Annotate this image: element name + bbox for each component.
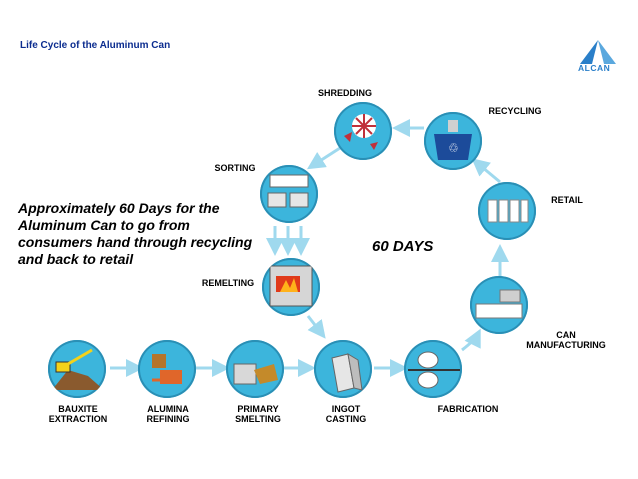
factory-icon <box>475 289 523 319</box>
logo-text: ALCAN <box>578 63 611 73</box>
cans-icon <box>487 199 529 223</box>
recycle-bin-icon: ♲ <box>434 120 472 160</box>
label-sorting: SORTING <box>214 163 256 173</box>
excavator-icon <box>52 348 104 390</box>
label-shredding: SHREDDING <box>317 88 372 98</box>
can-manufacturing-circle <box>470 276 528 334</box>
primary-circle <box>226 340 284 398</box>
label-remelting: REMELTING <box>201 278 255 288</box>
ingot-icon <box>331 353 363 393</box>
page-title: Life Cycle of the Aluminum Can <box>20 40 171 51</box>
fabrication-circle <box>404 340 462 398</box>
shredder-icon <box>344 114 378 150</box>
bauxite-circle <box>48 340 106 398</box>
smelter-icon <box>233 363 278 385</box>
ingot-circle <box>314 340 372 398</box>
recycling-circle: ♲ <box>424 112 482 170</box>
center-label: 60 DAYS <box>372 238 434 255</box>
furnace-icon <box>269 265 313 307</box>
label-recycling: RECYCLING <box>488 106 542 116</box>
sorting-icon <box>267 174 309 208</box>
alumina-circle <box>138 340 196 398</box>
arrow-retail-recycling <box>471 158 501 184</box>
arrow-remelting-ingot <box>306 315 326 339</box>
sorting-circle <box>260 165 318 223</box>
retail-circle <box>478 182 536 240</box>
cycle-note: Approximately 60 Days for the Aluminum C… <box>18 200 253 267</box>
svg-text:♲: ♲ <box>448 141 459 155</box>
arrow-shredding-sorting <box>306 146 341 170</box>
refinery-icon <box>152 354 182 384</box>
shredding-circle <box>334 102 392 160</box>
label-retail: RETAIL <box>551 195 583 205</box>
remelting-circle <box>262 258 320 316</box>
label-fabrication: FABRICATION <box>437 404 499 414</box>
arrow-fabrication-can <box>461 328 481 352</box>
alcan-logo-icon <box>580 40 616 64</box>
rolling-mill-icon <box>408 351 460 389</box>
